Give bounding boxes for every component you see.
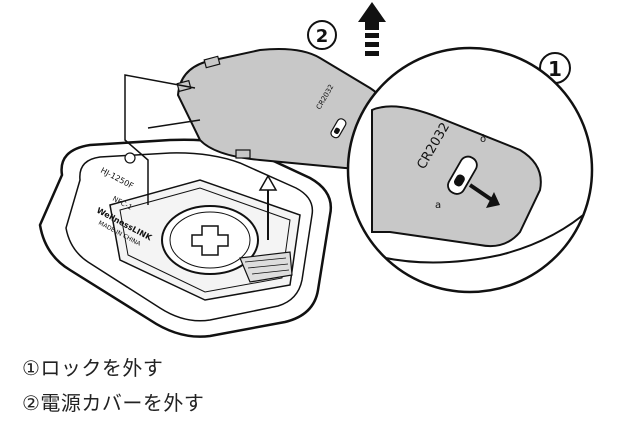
zoom-detail: CR2032 a ô [346,46,594,294]
svg-text:1: 1 [548,57,562,81]
lift-guide-arrow [258,174,278,240]
device-body: HJ-1250F NFC-1 WellnessLINK MADE IN CHIN… [38,138,333,338]
push-arrow-icon [468,183,500,208]
connector-lines [124,74,201,205]
up-arrow-icon [358,2,386,56]
plus-icon [191,225,229,256]
step1-caption: ①ロックを外す [22,356,164,380]
battery-cover-diagram: HJ-1250F NFC-1 WellnessLINK MADE IN CHIN… [38,2,594,338]
step2-caption: ②電源カバーを外す [22,391,205,415]
lock-mark: ô [480,133,486,145]
battery-cover: CR2032 [176,48,389,170]
step2-marker: 2 [307,20,337,50]
unlock-mark: a [435,200,441,211]
step1-marker: 1 [539,52,571,84]
svg-text:2: 2 [316,26,329,47]
